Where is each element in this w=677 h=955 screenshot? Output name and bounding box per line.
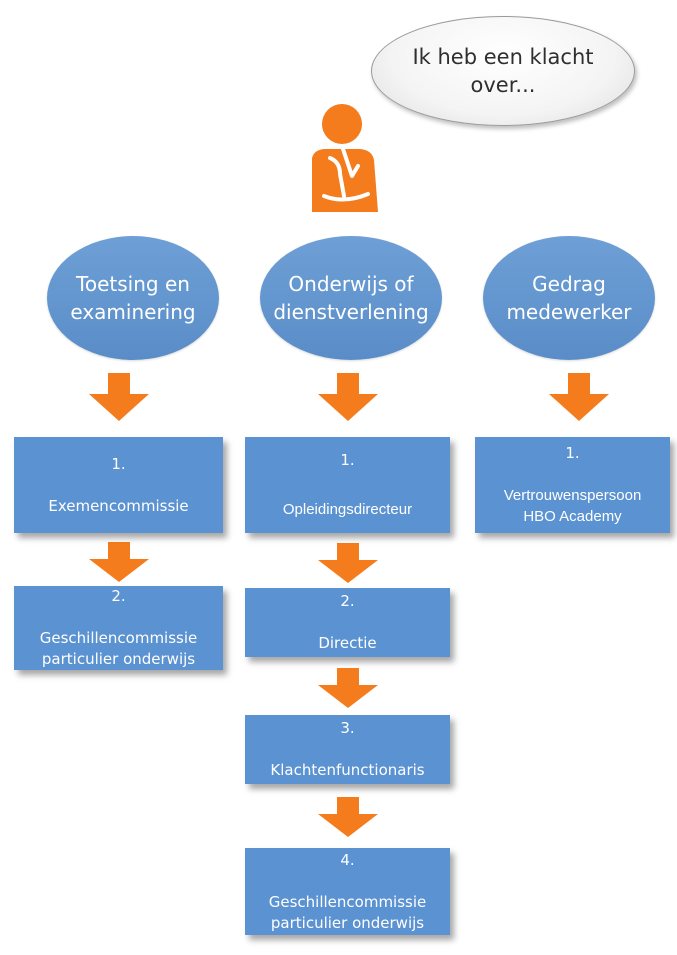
category-gedrag-medewerker: Gedrag medewerker: [483, 236, 655, 360]
down-arrow-icon: [318, 543, 378, 583]
step-box: 4. Geschillencommissie particulier onder…: [245, 848, 450, 935]
down-arrow-icon: [318, 668, 378, 708]
step-number: 4.: [340, 850, 355, 869]
step-box: 1. Exemencommissie: [14, 437, 223, 533]
down-arrow-icon: [89, 373, 149, 421]
step-number: 1.: [111, 454, 126, 473]
step-number: 3.: [340, 719, 355, 737]
step-box: 3. Klachtenfunctionaris: [245, 715, 450, 784]
step-label: Vertrouwenspersoon HBO Academy: [503, 487, 642, 525]
step-label: Directie: [318, 634, 377, 652]
down-arrow-icon: [318, 797, 378, 837]
down-arrow-icon: [318, 373, 378, 421]
step-number: 1.: [340, 451, 355, 469]
down-arrow-icon: [549, 373, 609, 421]
step-label: Klachtenfunctionaris: [270, 761, 425, 779]
category-onderwijs-dienstverlening: Onderwijs of dienstverlening: [260, 236, 442, 360]
speech-bubble: Ik heb een klacht over...: [371, 16, 635, 126]
thinking-person-icon: [312, 104, 378, 212]
step-number: 1.: [565, 444, 580, 462]
step-label: Opleidingsdirecteur: [282, 501, 413, 518]
step-number: 2.: [340, 592, 355, 610]
step-label: Geschillencommissie particulier onderwij…: [268, 892, 427, 932]
category-toetsing-examinering: Toetsing en examinering: [47, 236, 219, 360]
step-box: 1. Vertrouwenspersoon HBO Academy: [475, 437, 670, 533]
step-label: Exemencommissie: [48, 496, 189, 515]
step-box: 2. Geschillencommissie particulier onder…: [14, 586, 223, 670]
step-label: Geschillencommissie particulier onderwij…: [39, 629, 198, 668]
step-box: 2. Directie: [245, 588, 450, 657]
step-number: 2.: [111, 587, 126, 605]
step-box: 1. Opleidingsdirecteur: [245, 437, 450, 533]
down-arrow-icon: [89, 542, 149, 582]
